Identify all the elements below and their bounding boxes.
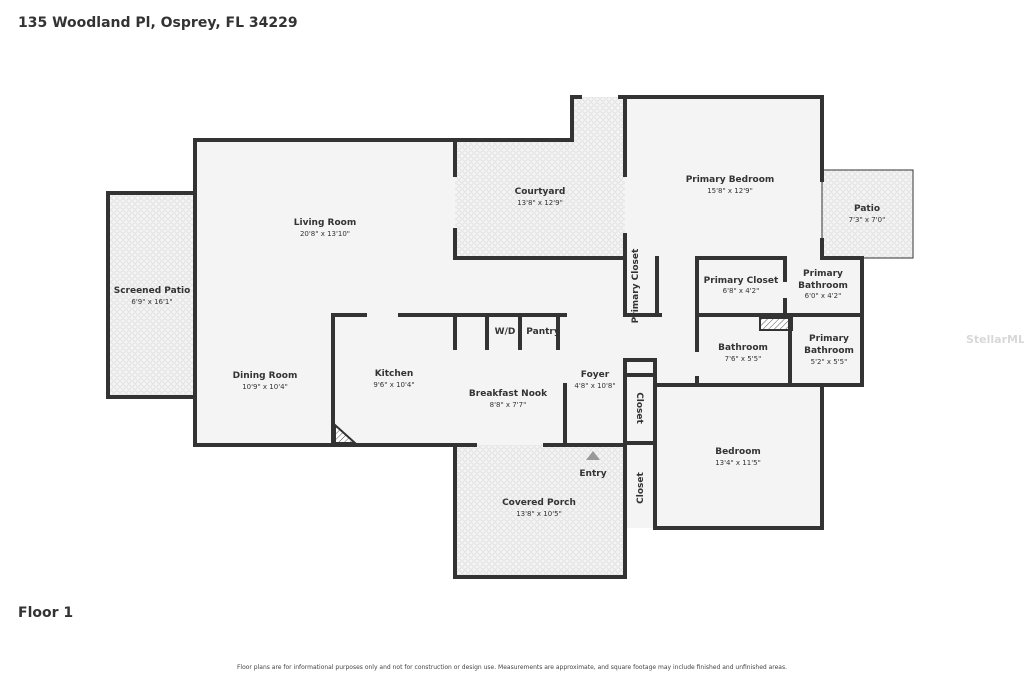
room-name-breakfast-nook: Breakfast Nook [469,389,548,399]
room-name-screened-patio: Screened Patio [114,286,191,296]
room-dims-covered-porch: 13'8" x 10'5" [516,510,562,518]
room-name-living-room: Living Room [294,218,356,228]
room-name-primary-bathroom-2b: Bathroom [804,346,854,356]
address-title: 135 Woodland Pl, Osprey, FL 34229 [18,15,298,31]
room-name-primary-bathroom-1b: Bathroom [798,281,848,291]
room-labels: Screened Patio 6'9" x 16'1" Living Room … [114,175,886,518]
room-dims-kitchen: 9'6" x 10'4" [373,381,414,389]
hatched-shaft [759,317,793,331]
room-name-courtyard: Courtyard [515,187,566,197]
room-dims-dining-room: 10'9" x 10'4" [242,383,288,391]
room-dims-primary-bathroom-2: 5'2" x 5'5" [811,358,848,366]
entry-arrow-icon [586,451,600,460]
room-name-wd: W/D [495,327,516,337]
room-name-closet-1: Closet [634,392,644,424]
room-dims-primary-bathroom-1: 6'0" x 4'2" [805,292,842,300]
room-name-bathroom: Bathroom [718,343,768,353]
room-name-covered-porch: Covered Porch [502,498,576,508]
room-dims-bedroom: 13'4" x 11'5" [715,459,761,467]
room-name-foyer: Foyer [581,370,610,380]
floor-label: Floor 1 [18,605,74,621]
room-name-primary-bathroom-2a: Primary [809,334,849,344]
room-name-primary-closet: Primary Closet [704,276,779,286]
room-name-bedroom: Bedroom [715,447,761,457]
room-dims-primary-bedroom: 15'8" x 12'9" [707,187,753,195]
room-dims-primary-closet: 6'8" x 4'2" [723,287,760,295]
room-floors [108,97,914,577]
room-name-closet-2: Closet [636,471,646,503]
watermark: StellarMLS [966,333,1024,346]
room-dims-patio: 7'3" x 7'0" [849,216,886,224]
room-name-primary-bedroom: Primary Bedroom [686,175,775,185]
screened-patio-floor [108,193,195,397]
room-dims-courtyard: 13'8" x 12'9" [517,199,563,207]
walls [106,95,864,579]
room-dims-bathroom: 7'6" x 5'5" [725,355,762,363]
disclaimer: Floor plans are for informational purpos… [236,664,788,671]
room-dims-screened-patio: 6'9" x 16'1" [131,298,172,306]
room-name-kitchen: Kitchen [375,369,414,379]
covered-porch-floor [455,445,627,577]
room-dims-breakfast-nook: 8'8" x 7'7" [490,401,527,409]
room-name-primary-closet-vertical: Primary Closet [631,248,641,323]
room-dims-foyer: 4'8" x 10'8" [574,382,615,390]
room-name-dining-room: Dining Room [233,371,298,381]
room-dims-living-room: 20'8" x 13'10" [300,230,350,238]
patio-floor [821,169,914,259]
room-name-entry: Entry [579,469,606,479]
room-name-patio: Patio [854,204,880,214]
room-name-pantry: Pantry [526,327,560,337]
room-name-primary-bathroom-1a: Primary [803,269,843,279]
